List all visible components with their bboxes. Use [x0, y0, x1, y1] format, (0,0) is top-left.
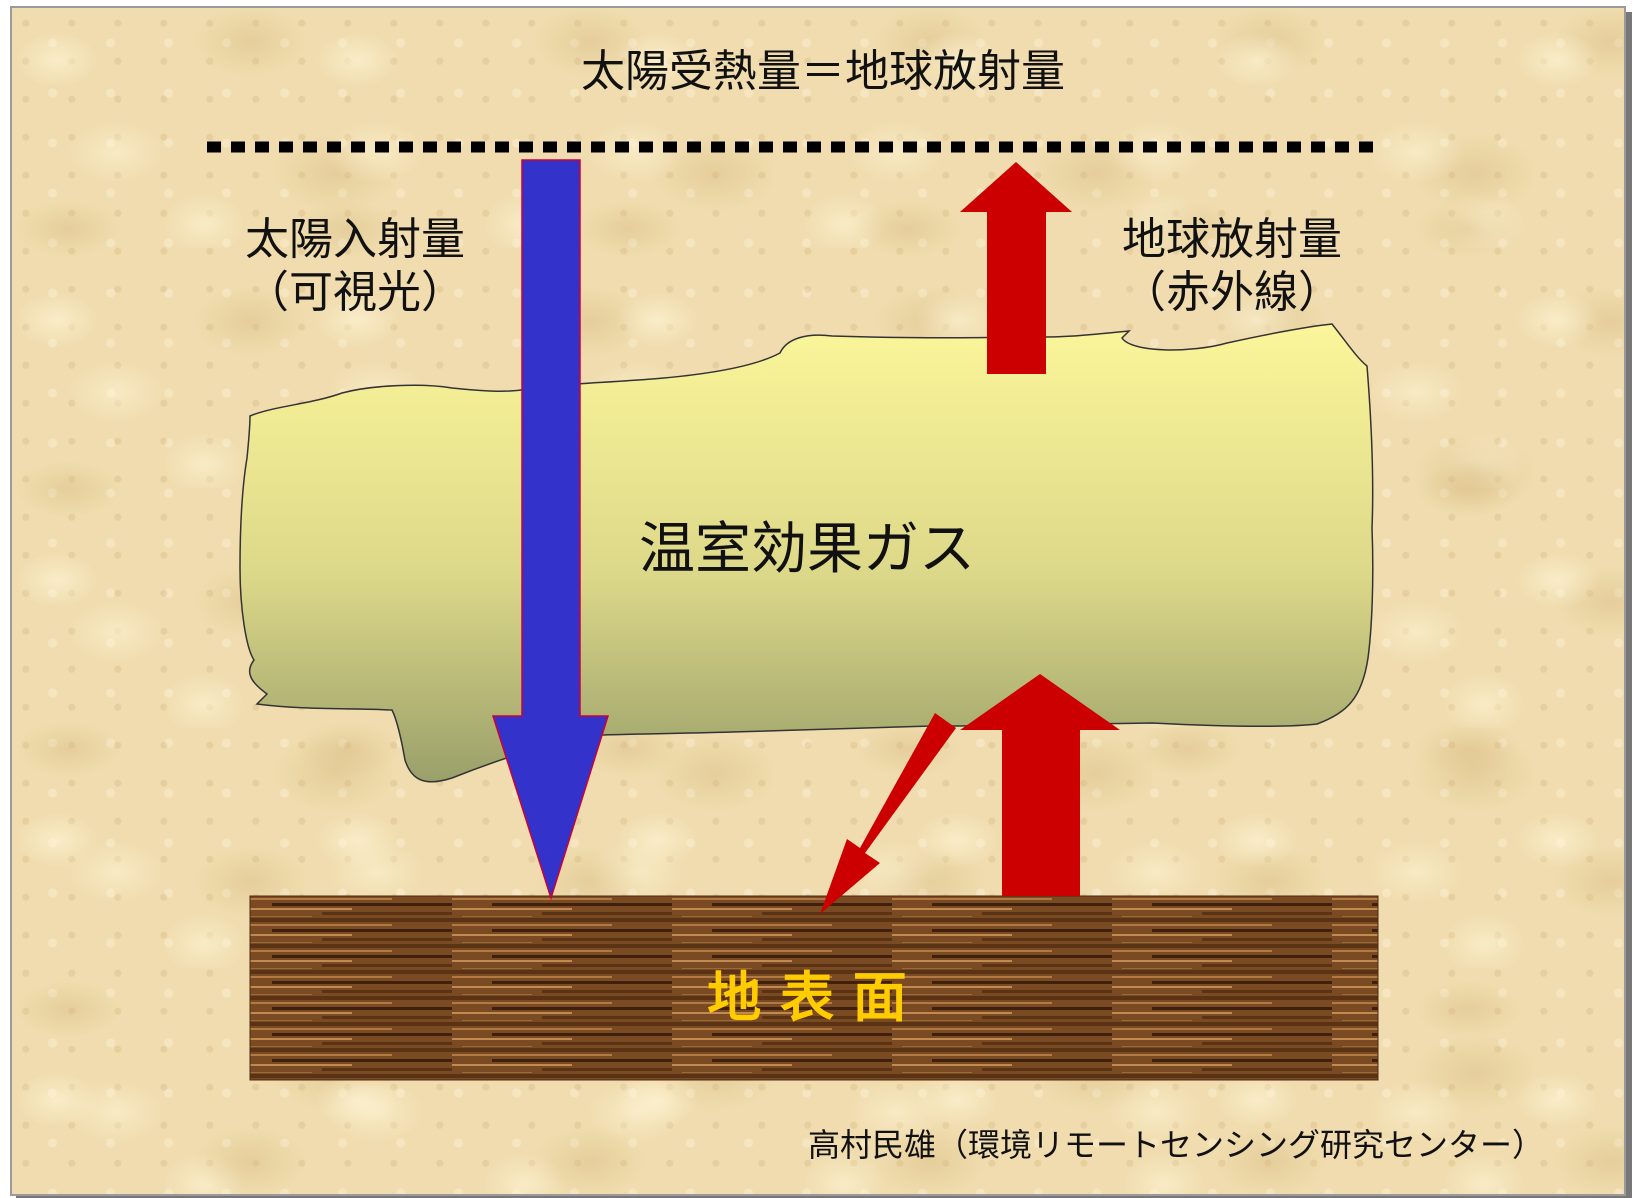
slide: 太陽受熱量＝地球放射量 太陽入射量 （可視光） 地球放射量 （赤外線） 温室効果… [10, 6, 1626, 1196]
outgoing-label-line1: 地球放射量 [1122, 214, 1342, 265]
incoming-solar-arrow [491, 159, 610, 901]
incoming-label-line1: 太陽入射量 [245, 214, 465, 265]
gas-layer-label: 温室効果ガス [639, 517, 975, 582]
greenhouse-diagram: 太陽受熱量＝地球放射量 太陽入射量 （可視光） 地球放射量 （赤外線） 温室効果… [207, 46, 1544, 1164]
back-radiation-arrow [820, 713, 956, 914]
incoming-label-line2: （可視光） [245, 267, 465, 318]
outgoing-label-line2: （赤外線） [1122, 267, 1342, 318]
ground-surface [250, 896, 1378, 1080]
ground-label: 地 表 面 [707, 966, 907, 1029]
page-title: 太陽受熱量＝地球放射量 [581, 46, 1065, 97]
ground-infrared-up-arrow [960, 674, 1120, 896]
outgoing-radiation-arrow-top [960, 162, 1072, 374]
ground-surface-border [249, 895, 1379, 1081]
credit-text: 高村民雄（環境リモートセンシング研究センター） [808, 1126, 1544, 1164]
